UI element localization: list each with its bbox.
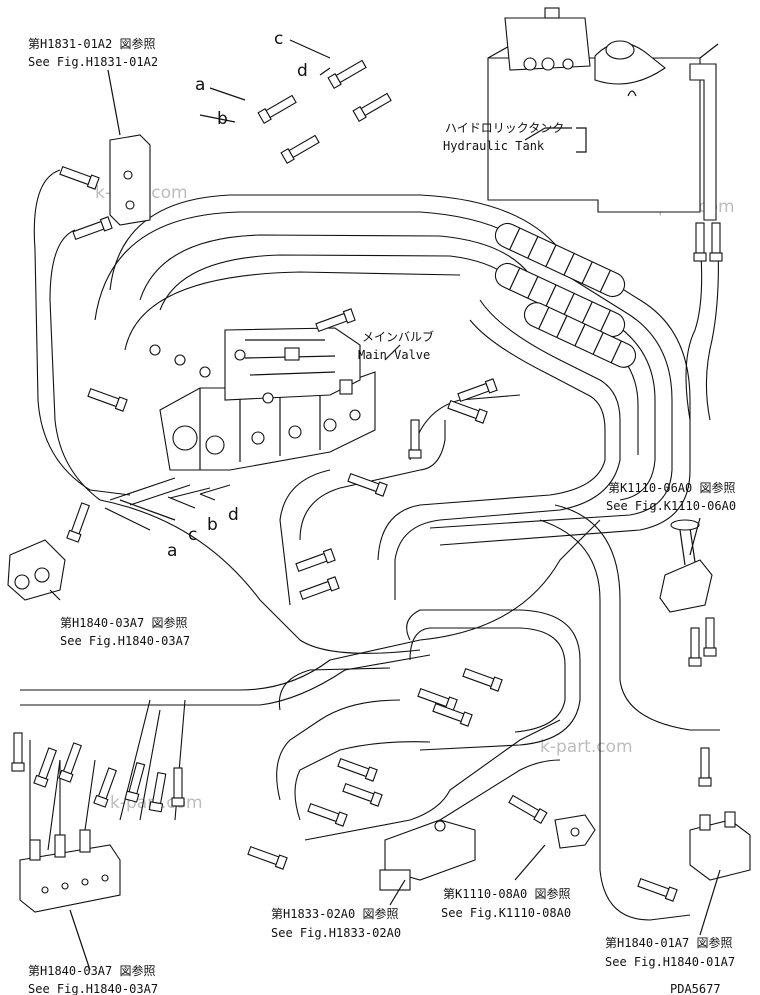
ref-bottom-k1110-08: 第K1110-08A0 図参照 See Fig.K1110-08A0 bbox=[441, 886, 571, 920]
drawing-number: PDA5677 bbox=[670, 982, 721, 995]
letter-a: a bbox=[195, 75, 205, 95]
bottom-right-block bbox=[689, 811, 751, 881]
ref-left-h1840-03: 第H1840-03A7 図参照 See Fig.H1840-03A7 bbox=[60, 615, 190, 648]
ref-label-en: See Fig.K1110-06A0 bbox=[606, 499, 736, 513]
letter-b: b bbox=[207, 515, 218, 535]
main-valve bbox=[149, 327, 376, 471]
ref-label-en: See Fig.H1833-02A0 bbox=[271, 926, 401, 940]
ref-label-jp: 第H1833-02A0 図参照 bbox=[271, 906, 398, 921]
ref-label-en: See Fig.H1840-03A7 bbox=[60, 634, 190, 648]
letter-a: a bbox=[167, 541, 177, 561]
main-valve-label: メインバルブ Main Valve bbox=[358, 329, 434, 362]
ref-label-en: See Fig.H1840-03A7 bbox=[28, 982, 158, 995]
ref-label-en: See Fig.H1831-01A2 bbox=[28, 55, 158, 69]
ref-label-jp: 第K1110-08A0 図参照 bbox=[443, 886, 570, 901]
ref-right-k1110-06: 第K1110-06A0 図参照 See Fig.K1110-06A0 bbox=[606, 480, 736, 513]
ref-label-en: See Fig.K1110-08A0 bbox=[441, 906, 571, 920]
letter-c: c bbox=[274, 29, 283, 49]
ref-label-jp: 第H1840-01A7 図参照 bbox=[605, 935, 732, 950]
tank-bracket bbox=[689, 63, 717, 221]
right-lever-valve bbox=[659, 519, 713, 613]
component-label-en: Hydraulic Tank bbox=[443, 139, 545, 153]
watermark: k-part.com bbox=[540, 737, 633, 757]
bottom-left-manifold bbox=[19, 829, 121, 913]
hose-protector-sleeves bbox=[494, 222, 637, 368]
left-valve-block bbox=[7, 539, 66, 601]
ref-top-left: 第H1831-01A2 図参照 See Fig.H1831-01A2 bbox=[28, 36, 158, 69]
ref-label-jp: 第K1110-06A0 図参照 bbox=[608, 480, 735, 495]
component-label-jp: ハイドロリックタンク bbox=[445, 121, 564, 135]
leader-lines bbox=[49, 69, 721, 971]
ref-label-jp: 第H1831-01A2 図参照 bbox=[28, 36, 155, 51]
letter-d: d bbox=[228, 505, 239, 525]
letter-b: b bbox=[217, 109, 228, 129]
hydraulic-tank-label: ハイドロリックタンク Hydraulic Tank bbox=[443, 121, 564, 153]
component-label-jp: メインバルブ bbox=[362, 329, 434, 344]
bottom-center-right-block bbox=[554, 814, 596, 849]
hydraulic-tank bbox=[487, 7, 719, 221]
ref-label-jp: 第H1840-03A7 図参照 bbox=[28, 963, 155, 978]
component-label-en: Main Valve bbox=[358, 348, 430, 362]
ref-bottom-left-h1840-03: 第H1840-03A7 図参照 See Fig.H1840-03A7 bbox=[28, 963, 158, 995]
ref-label-jp: 第H1840-03A7 図参照 bbox=[60, 615, 187, 630]
ref-label-en: See Fig.H1840-01A7 bbox=[605, 955, 735, 969]
letter-c: c bbox=[188, 525, 197, 545]
ref-bottom-h1833: 第H1833-02A0 図参照 See Fig.H1833-02A0 bbox=[271, 906, 401, 940]
bottom-center-block bbox=[379, 819, 476, 891]
ref-bottom-h1840-01: 第H1840-01A7 図参照 See Fig.H1840-01A7 bbox=[605, 935, 735, 969]
letter-d: d bbox=[297, 61, 308, 81]
connection-arrows bbox=[104, 39, 331, 531]
hose-fittings bbox=[11, 59, 723, 902]
top-left-block bbox=[109, 134, 151, 226]
